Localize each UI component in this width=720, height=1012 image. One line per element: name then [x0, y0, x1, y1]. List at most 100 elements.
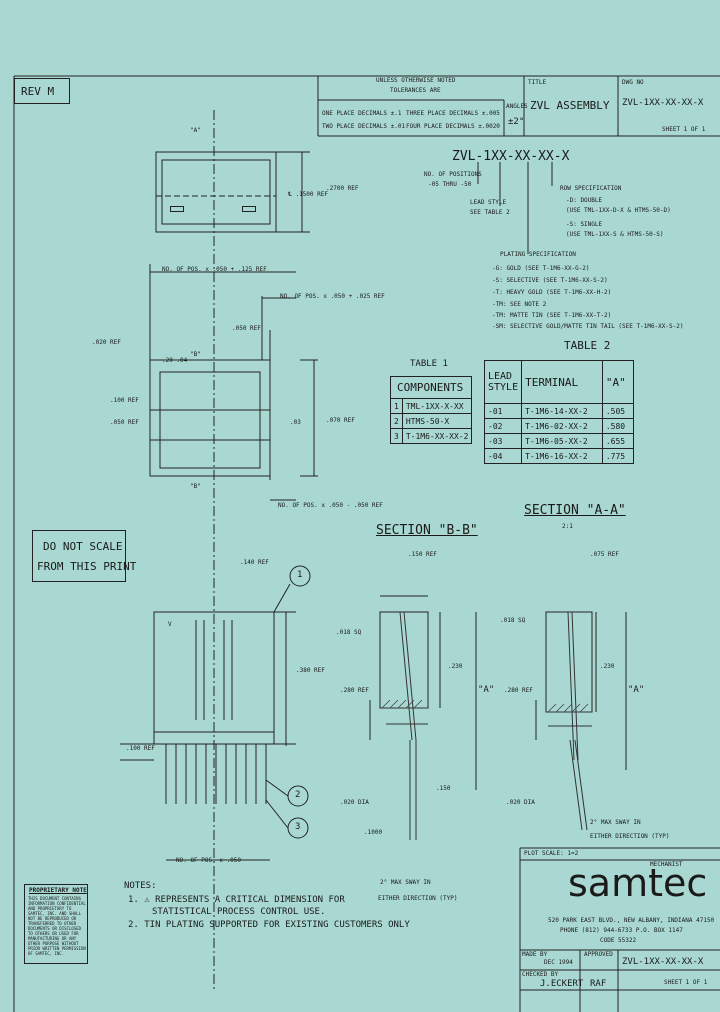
- bb-150-ref: .150 REF: [408, 551, 437, 558]
- tol-one-place: ONE PLACE DECIMALS ±.1: [322, 110, 402, 117]
- note-1a: 1. ⚠ REPRESENTS A CRITICAL DIMENSION FOR: [128, 895, 345, 905]
- table2-a: .505: [601, 403, 635, 419]
- table2-a: .655: [601, 433, 635, 449]
- section-b-top: "B": [190, 351, 201, 358]
- bb-280-ref: .280 REF: [340, 687, 369, 694]
- bb-sway: 2° MAX SWAY IN: [380, 879, 431, 886]
- proprietary-line: AND PROPRIETARY TO: [28, 906, 72, 911]
- address-1: 520 PARK EAST BLVD., NEW ALBANY, INDIANA…: [548, 917, 715, 924]
- aa-020-dia: .020 DIA: [506, 799, 535, 806]
- approved-name: RAF: [590, 979, 607, 989]
- approved-label: APPROVED: [584, 951, 613, 958]
- rev-box: REV M: [14, 78, 70, 104]
- table2-terminal: T-1M6-16-XX-2: [521, 448, 603, 464]
- bb-020-dia: .020 DIA: [340, 799, 369, 806]
- proprietary-title: PROPRIETARY NOTE: [29, 887, 87, 894]
- bb-018-sq: .018 SQ: [336, 629, 362, 636]
- mechanist: MECHANIST: [650, 861, 683, 868]
- aa-sway-dir: EITHER DIRECTION (TYP): [590, 833, 670, 840]
- height-ref: .2700 REF: [326, 185, 359, 192]
- aa-sway: 2° MAX SWAY IN: [590, 819, 641, 826]
- proprietary-line: TRANSFERRED TO OTHER: [28, 921, 77, 926]
- made-date: DEC 1994: [544, 959, 573, 966]
- made-by-label: MADE BY: [522, 951, 548, 958]
- table2-a: .775: [601, 448, 635, 464]
- side-pos-050: NO. OF POS. x .050: [176, 857, 242, 864]
- dim-pos-minus-050: NO. OF POS. x .050 - .050 REF: [278, 502, 383, 509]
- address-3: CODE 55322: [600, 937, 637, 944]
- positions-range: -05 THRU -50: [428, 181, 472, 188]
- top-slot-left: [170, 206, 184, 212]
- centerline-ref: ℄ .1500 REF: [288, 191, 328, 198]
- proprietary-line: OF SAMTEC, INC.: [28, 951, 65, 956]
- proprietary-line: PRIOR WRITTEN PERMISSION: [28, 946, 86, 951]
- side-100-ref: .100 REF: [126, 745, 155, 752]
- table2-h-terminal: TERMINAL: [521, 360, 603, 404]
- dns-line1: DO NOT SCALE: [43, 540, 123, 553]
- bb-a-dim: "A": [478, 685, 495, 695]
- proprietary-box: PROPRIETARY NOTE THIS DOCUMENT CONTAINS …: [24, 884, 88, 964]
- section-aa-title: SECTION "A-A": [524, 503, 626, 518]
- plating-spec: PLATING SPECIFICATION: [500, 251, 576, 258]
- proprietary-line: SAMTEC, INC. AND SHALL: [28, 911, 81, 916]
- aa-280-ref: .280 REF: [504, 687, 533, 694]
- balloon-3: 3: [295, 822, 301, 832]
- address-2: PHONE (812) 944-6733 P.O. BOX 1147: [560, 927, 683, 934]
- table2-style: -01: [483, 403, 523, 419]
- aa-230: .230: [600, 663, 615, 670]
- dim-020: .020 REF: [92, 339, 121, 346]
- table2-h-a: "A": [601, 360, 635, 404]
- dwg-number: ZVL-1XX-XX-XX-X: [622, 98, 704, 108]
- proprietary-line: TO OTHERS OR USED FOR: [28, 931, 79, 936]
- side-140-ref: .140 REF: [240, 559, 269, 566]
- section-bb-title: SECTION "B-B": [376, 523, 478, 538]
- no-of-positions: NO. OF POSITIONS: [424, 171, 482, 178]
- section-a-marker: "A": [190, 127, 201, 134]
- samtec-logo: samtec: [568, 861, 708, 905]
- angles-label: ANGLES: [506, 103, 528, 110]
- row-s-use: (USE TML-1XX-S & HTMS-50-S): [566, 231, 664, 238]
- dim-050-top: .050 REF: [232, 325, 261, 332]
- bb-150: .150: [436, 785, 451, 792]
- table1-header: COMPONENTS: [389, 376, 473, 399]
- dim-pos-025: NO. OF POS. x .050 + .025 REF: [280, 293, 385, 300]
- tol-label: TOLERANCES ARE: [390, 87, 441, 94]
- plating-item-1: -S: SELECTIVE (SEE T-1M6-XX-S-2): [492, 277, 608, 284]
- note-1b: STATISTICAL PROCESS CONTROL USE.: [152, 907, 326, 917]
- drawing-title: ZVL ASSEMBLY: [530, 99, 610, 112]
- sheet-bottom: SHEET 1 OF 1: [664, 979, 708, 986]
- table1-title: TABLE 1: [410, 359, 448, 369]
- table2-title: TABLE 2: [564, 339, 611, 352]
- plating-item-3: -TM: SEE NOTE 2: [492, 301, 547, 308]
- proprietary-line: INFORMATION CONFIDENTIAL: [28, 901, 86, 906]
- top-slot-right: [242, 206, 256, 212]
- aa-a-dim: "A": [628, 685, 645, 695]
- tol-two-place: TWO PLACE DECIMALS ±.01: [322, 123, 406, 130]
- dim-370: .070 REF: [326, 417, 355, 424]
- notes-title: NOTES:: [124, 881, 157, 891]
- sheet-top: SHEET 1 OF 1: [662, 126, 706, 133]
- table1-n: 2: [390, 413, 403, 429]
- bb-1000: .1000: [364, 829, 383, 836]
- angles-value: ±2°: [508, 117, 525, 127]
- proprietary-line: MANUFACTURING OR ANY: [28, 936, 77, 941]
- plating-item-2: -T: HEAVY GOLD (SEE T-1M6-XX-H-2): [492, 289, 612, 296]
- balloon-1: 1: [297, 570, 303, 580]
- plating-item-4: -TM: MATTE TIN (SEE T-1M6-XX-T-2): [492, 312, 612, 319]
- dns-line2: FROM THIS PRINT: [37, 560, 137, 573]
- table2-a: .580: [601, 418, 635, 434]
- dim-pos-125: NO. OF POS. x .050 + .125 REF: [162, 266, 267, 273]
- proprietary-line: OTHER PURPOSE WITHOUT: [28, 941, 79, 946]
- proprietary-line: DOCUMENTS OR DISCLOSED: [28, 926, 81, 931]
- balloon-2: 2: [295, 790, 301, 800]
- bb-230: .230: [448, 663, 463, 670]
- dwg-number-bottom: ZVL-1XX-XX-XX-X: [622, 957, 704, 967]
- table1-v: T-1M6-XX-XX-2: [401, 428, 473, 444]
- table1-n: 1: [390, 398, 403, 414]
- do-not-scale-box: DO NOT SCALE FROM THIS PRINT: [32, 530, 136, 582]
- aa-075-ref: .075 REF: [590, 551, 619, 558]
- dwg-label: DWG NO: [622, 79, 644, 86]
- row-spec: ROW SPECIFICATION: [560, 185, 622, 192]
